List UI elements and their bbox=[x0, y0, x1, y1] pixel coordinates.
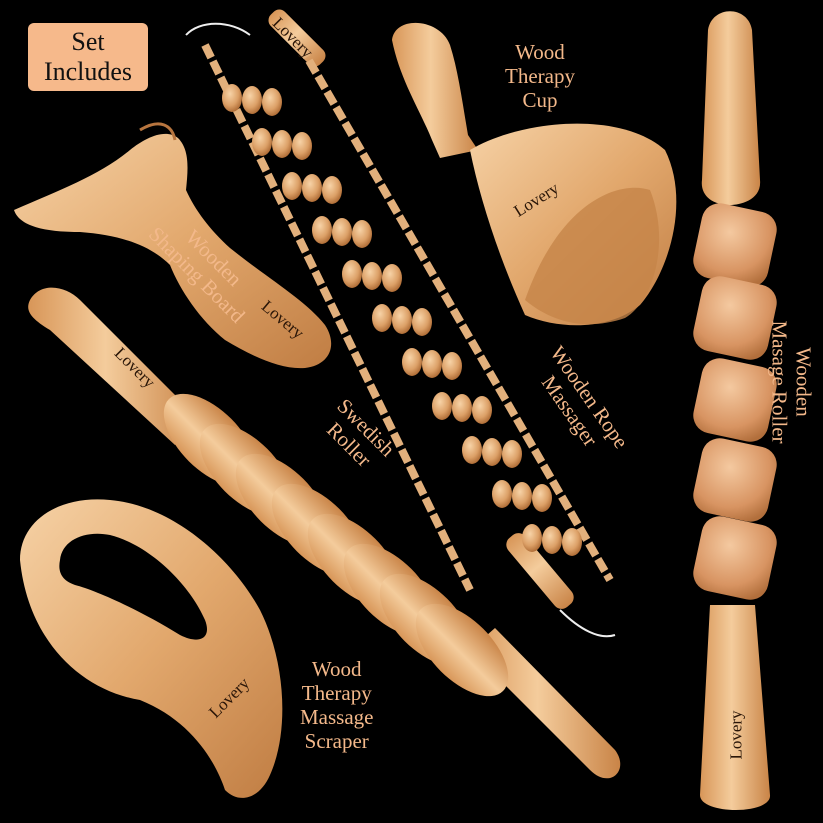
rope-bead bbox=[532, 484, 552, 512]
roller-cube bbox=[693, 516, 777, 600]
rope-bead bbox=[272, 130, 292, 158]
rope-bead bbox=[482, 438, 502, 466]
rope-bead bbox=[522, 524, 542, 552]
roller-cube bbox=[693, 438, 777, 522]
label-masage-roller: Wooden Masage Roller bbox=[767, 320, 816, 444]
rope-bead bbox=[312, 216, 332, 244]
rope-bead bbox=[222, 84, 242, 112]
rope-bead bbox=[242, 86, 262, 114]
rope-bead bbox=[412, 308, 432, 336]
rope-bead bbox=[282, 172, 302, 200]
rope-bead bbox=[332, 218, 352, 246]
brand-vertical-roller: Lovery bbox=[726, 710, 746, 760]
rope-bead bbox=[252, 128, 272, 156]
massage-scraper bbox=[20, 499, 283, 798]
rope-bead bbox=[372, 304, 392, 332]
rope-beads bbox=[222, 84, 582, 556]
rope-bead bbox=[462, 436, 482, 464]
rope-bead bbox=[362, 262, 382, 290]
rope-bead bbox=[302, 174, 322, 202]
rope-bead bbox=[542, 526, 562, 554]
rope-bead bbox=[472, 396, 492, 424]
rope-bead bbox=[432, 392, 452, 420]
swedish-roller-discs bbox=[163, 393, 509, 697]
therapy-cup bbox=[392, 22, 677, 326]
rope-bead bbox=[322, 176, 342, 204]
badge-line-1: Set bbox=[71, 27, 105, 56]
swedish-disc bbox=[415, 603, 509, 697]
rope-bead bbox=[502, 440, 522, 468]
set-includes-badge: Set Includes bbox=[28, 23, 148, 91]
roller-cubes bbox=[693, 203, 777, 600]
rope-bead bbox=[402, 348, 422, 376]
rope-bead bbox=[292, 132, 312, 160]
badge-line-2: Includes bbox=[43, 57, 133, 86]
rope-bead bbox=[262, 88, 282, 116]
rope-bead bbox=[422, 350, 442, 378]
swedish-roller bbox=[28, 287, 621, 779]
roller-cube bbox=[693, 203, 777, 287]
rope-bead bbox=[342, 260, 362, 288]
rope-bead bbox=[442, 352, 462, 380]
label-massage-scraper: Wood Therapy Massage Scraper bbox=[300, 657, 374, 753]
rope-bead bbox=[352, 220, 372, 248]
rope-bead bbox=[452, 394, 472, 422]
rope-massager bbox=[185, 9, 616, 638]
rope-bead bbox=[512, 482, 532, 510]
label-therapy-cup: Wood Therapy Cup bbox=[505, 40, 575, 112]
vertical-roller bbox=[700, 11, 771, 810]
rope-bead bbox=[392, 306, 412, 334]
shaping-board bbox=[14, 122, 332, 369]
roller-cube bbox=[693, 276, 777, 360]
rope-bead bbox=[382, 264, 402, 292]
roller-cube bbox=[693, 358, 777, 442]
rope-bead bbox=[492, 480, 512, 508]
rope-bead bbox=[562, 528, 582, 556]
